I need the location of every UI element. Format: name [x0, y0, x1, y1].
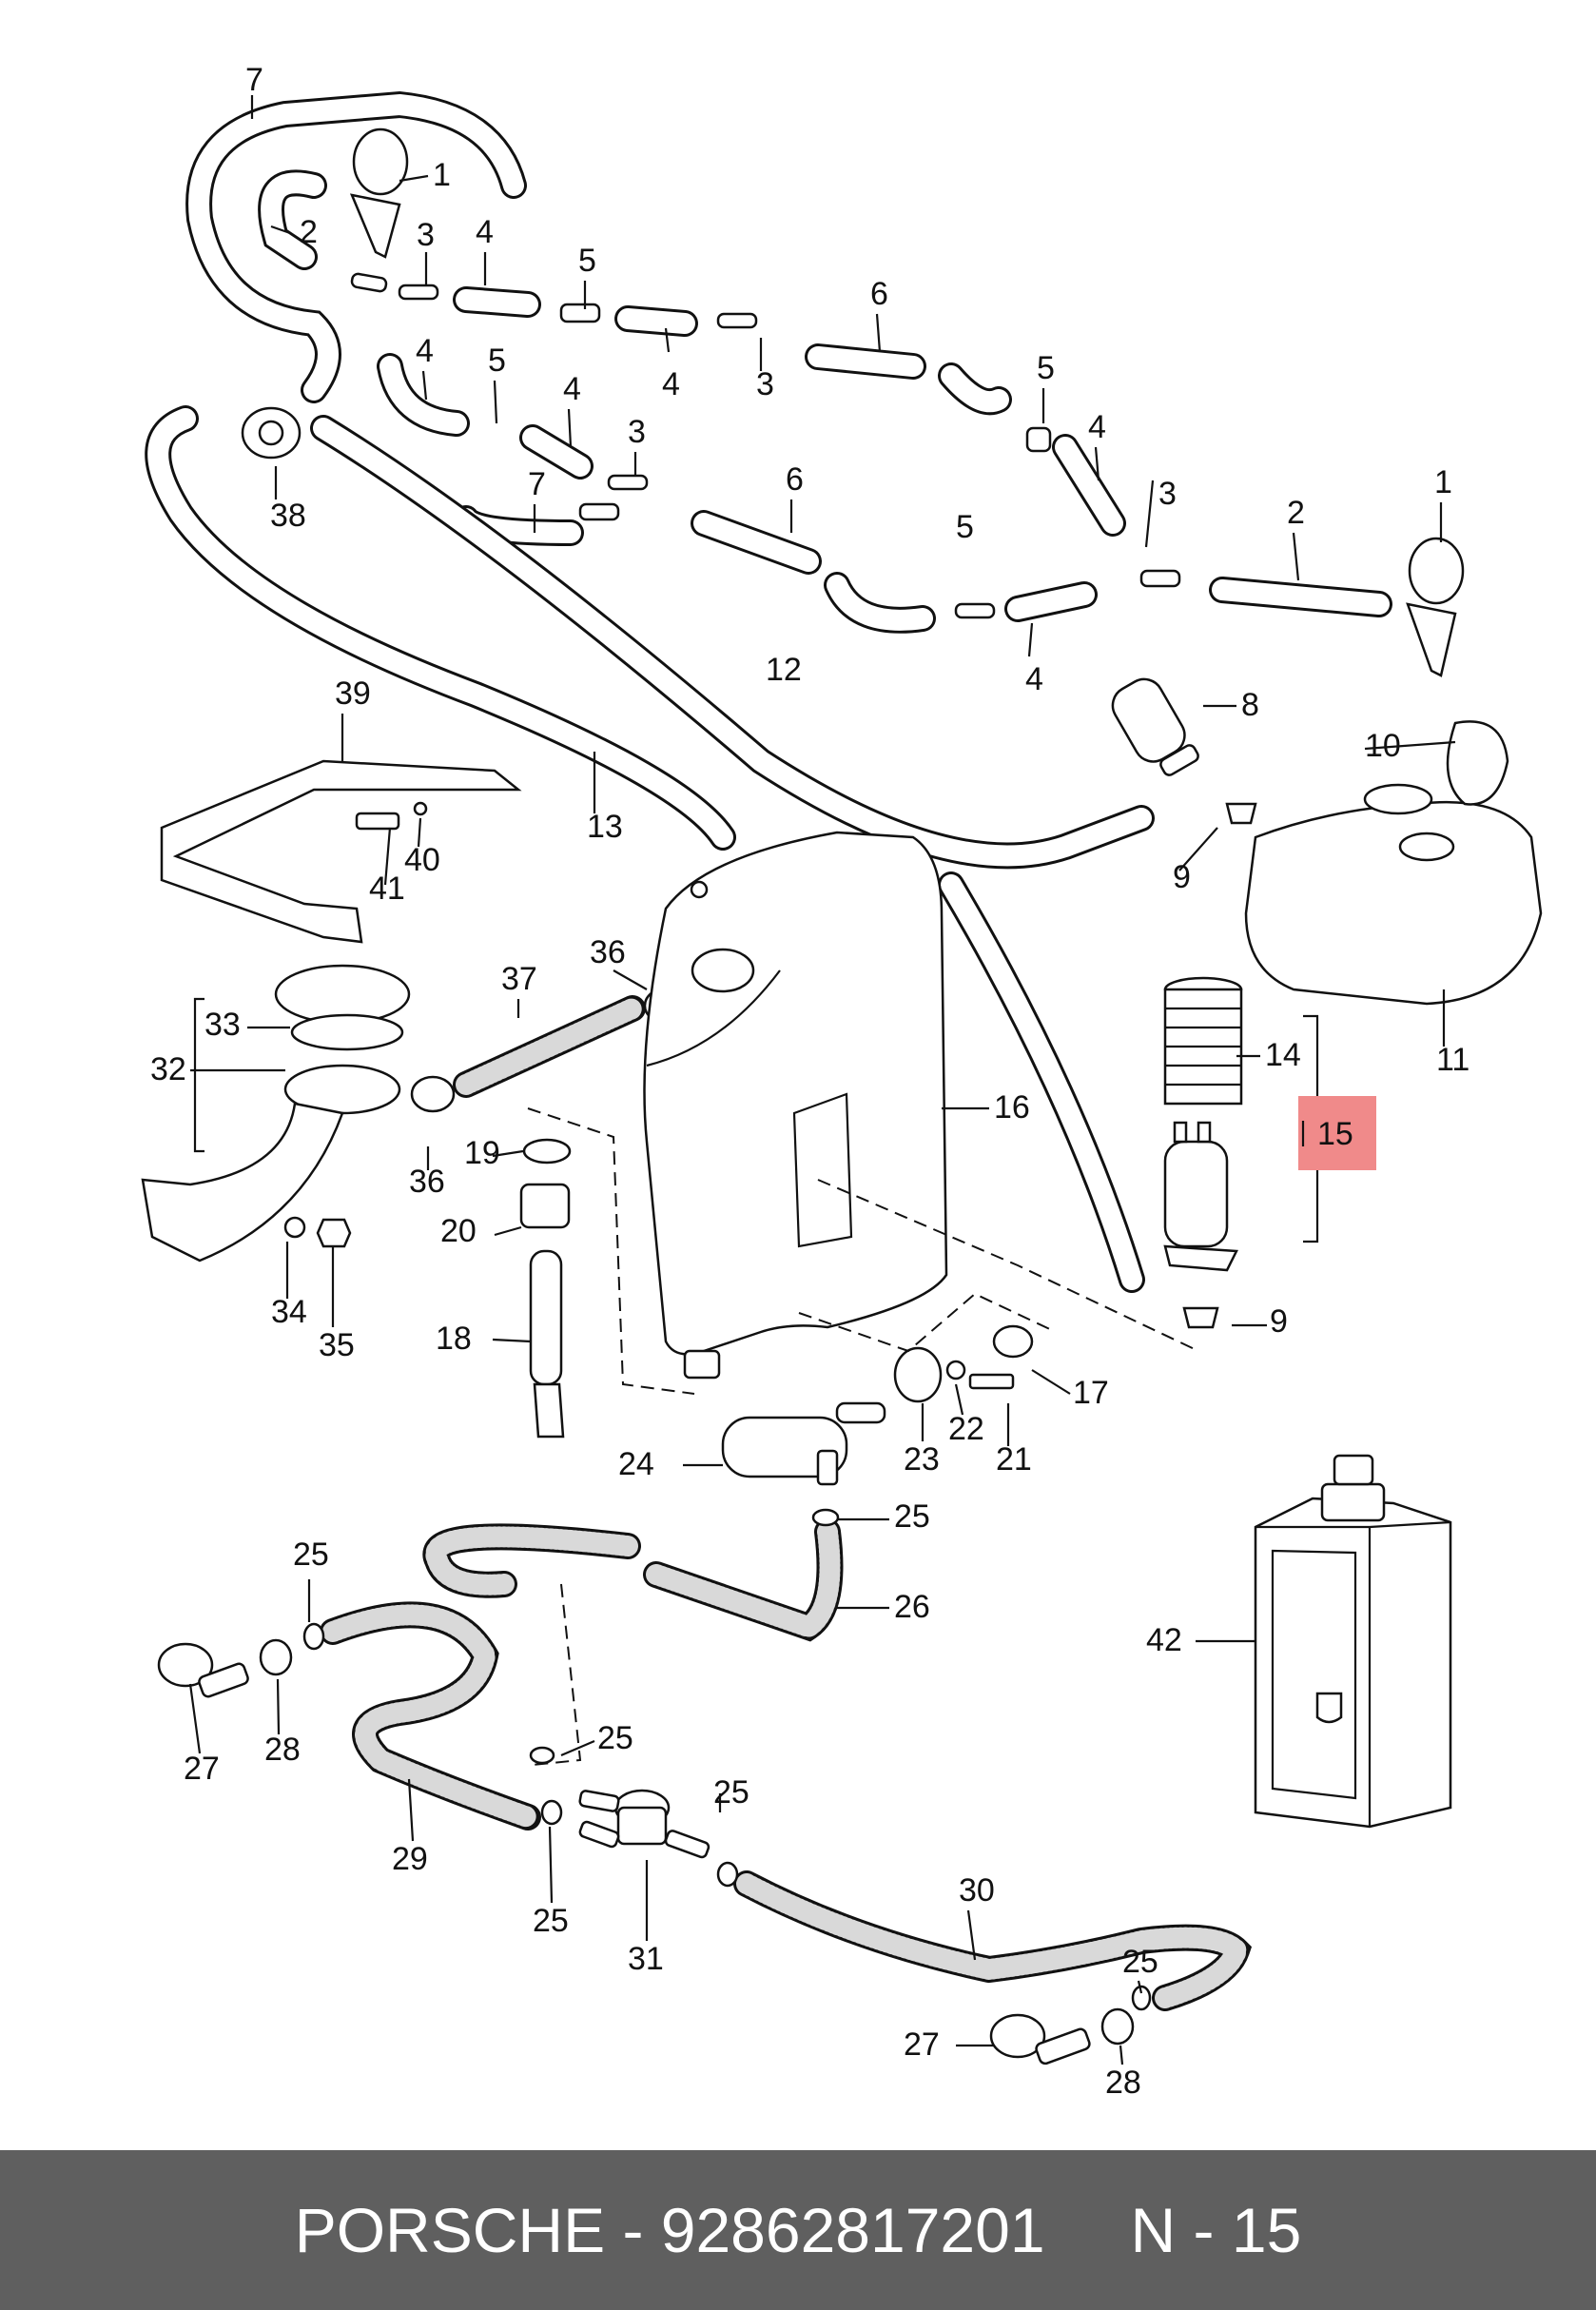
callout-32: 32 — [150, 1051, 186, 1087]
callout-3b: 3 — [756, 366, 774, 402]
callout-26: 26 — [894, 1589, 930, 1625]
callout-7b: 7 — [528, 466, 546, 502]
hose-clips-25 — [302, 1508, 1152, 2011]
crest-icon — [1315, 1692, 1343, 1724]
footer-brand: PORSCHE — [294, 2195, 606, 2265]
callout-25d: 25 — [713, 1774, 749, 1811]
callout-6: 6 — [870, 276, 888, 312]
callout-28: 28 — [264, 1732, 301, 1768]
callout-4f: 4 — [1025, 661, 1043, 697]
callout-15-highlight — [1298, 1096, 1376, 1170]
level-sensor-18 — [519, 1138, 572, 1439]
callout-2b: 2 — [1287, 495, 1305, 531]
callout-38: 38 — [270, 498, 306, 534]
callout-40: 40 — [404, 842, 440, 878]
callout-37: 37 — [501, 961, 537, 997]
callout-1: 1 — [433, 157, 451, 193]
callout-42: 42 — [1146, 1622, 1182, 1658]
callout-41: 41 — [369, 871, 405, 907]
callout-5: 5 — [578, 243, 596, 279]
footer-bar: PORSCHE - 92862817201 N - 15 — [0, 2150, 1596, 2310]
fluid-bottle-42 — [1254, 1454, 1452, 1829]
callout-6b: 6 — [786, 461, 804, 498]
callout-13: 13 — [587, 809, 623, 845]
mount-hardware — [893, 1324, 1034, 1403]
upper-hose-network — [145, 90, 1392, 1293]
callout-3c: 3 — [628, 414, 646, 450]
footer-separator: - — [622, 2195, 644, 2265]
callout-23: 23 — [904, 1441, 940, 1478]
pump-24 — [721, 1401, 886, 1486]
callout-25b: 25 — [293, 1537, 329, 1573]
callout-27b: 27 — [904, 2026, 940, 2063]
parts-diagram: 7 1 2 3 4 5 6 4 3 4 5 4 3 5 4 38 7 6 3 2… — [141, 62, 1543, 2101]
callout-5d: 5 — [956, 509, 974, 545]
callout-24: 24 — [618, 1446, 654, 1482]
callout-19: 19 — [464, 1135, 500, 1171]
callout-33: 33 — [204, 1007, 241, 1043]
callout-30: 30 — [959, 1872, 995, 1909]
callout-34: 34 — [271, 1294, 307, 1330]
callout-28b: 28 — [1105, 2065, 1141, 2101]
callout-36: 36 — [590, 934, 626, 970]
callout-22: 22 — [948, 1411, 984, 1447]
callout-4: 4 — [476, 214, 494, 250]
callout-12: 12 — [766, 652, 802, 688]
callout-3: 3 — [417, 217, 435, 253]
callout-18: 18 — [436, 1321, 472, 1357]
callout-27: 27 — [184, 1751, 220, 1787]
callout-4e: 4 — [1088, 409, 1106, 445]
callout-4c: 4 — [416, 333, 434, 369]
footer-position: N - 15 — [1130, 2195, 1302, 2265]
callout-21: 21 — [996, 1441, 1032, 1478]
callout-labels: 7 1 2 3 4 5 6 4 3 4 5 4 3 5 4 38 7 6 3 2… — [150, 62, 1469, 2101]
bracket-39 — [160, 759, 522, 944]
callout-14: 14 — [1265, 1037, 1301, 1073]
washer-jet-left — [349, 127, 409, 259]
callout-16: 16 — [994, 1089, 1030, 1126]
washer-jet-right — [1406, 537, 1465, 677]
reservoir-11 — [1244, 720, 1543, 1006]
fittings-27-28-left — [157, 1638, 293, 1698]
callout-3d: 3 — [1158, 476, 1177, 512]
callout-11: 11 — [1436, 1042, 1469, 1078]
callout-2: 2 — [300, 214, 318, 250]
main-reservoir-16 — [643, 831, 948, 1380]
leader-lines — [188, 95, 1456, 2065]
callout-17: 17 — [1073, 1375, 1109, 1411]
footer-part-number: 92862817201 — [660, 2195, 1045, 2265]
pump-assembly-15 — [1163, 976, 1319, 1272]
dashed-leaders — [527, 1107, 1199, 1766]
grommet-38 — [241, 406, 302, 460]
callout-25e: 25 — [533, 1903, 569, 1939]
callout-5c: 5 — [1037, 350, 1055, 386]
callout-39: 39 — [335, 675, 371, 712]
callout-4d: 4 — [563, 371, 581, 407]
callout-1b: 1 — [1434, 464, 1452, 500]
filler-neck-32 — [141, 964, 411, 1263]
callout-4b: 4 — [662, 366, 680, 402]
callout-9b: 9 — [1270, 1303, 1288, 1340]
grommet-9-lower — [1182, 1306, 1219, 1329]
callout-7: 7 — [245, 62, 263, 98]
callout-25f: 25 — [1122, 1944, 1158, 1980]
check-valve-31 — [578, 1789, 710, 1859]
pump-8 — [1111, 677, 1199, 776]
fittings-27-28-right — [989, 2007, 1135, 2065]
callout-15: 15 — [1317, 1116, 1353, 1152]
callout-35: 35 — [319, 1327, 355, 1363]
callout-29: 29 — [392, 1841, 428, 1877]
lower-hoses — [320, 1518, 1253, 2011]
grommet-9-upper — [1225, 802, 1257, 825]
callout-9: 9 — [1173, 859, 1191, 895]
callout-25c: 25 — [597, 1720, 633, 1756]
callout-31: 31 — [628, 1941, 664, 1977]
callout-5b: 5 — [488, 343, 506, 379]
callout-20: 20 — [440, 1213, 477, 1249]
callout-25: 25 — [894, 1498, 930, 1535]
callout-8: 8 — [1241, 687, 1259, 723]
